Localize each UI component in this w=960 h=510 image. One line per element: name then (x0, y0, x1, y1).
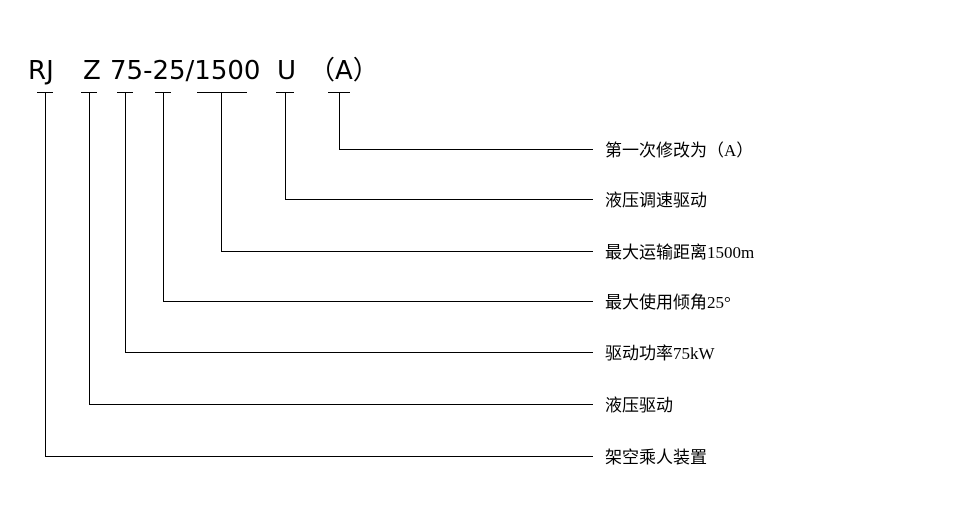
model-code-segment-75-25-1500: 75-25/1500 (110, 56, 261, 86)
annotation-label-speed-drive: 液压调速驱动 (605, 191, 707, 210)
model-code-segment-rj: RJ (28, 56, 54, 86)
model-code-segment-z: Z (83, 56, 101, 86)
annotation-label-device-type: 架空乘人装置 (605, 448, 707, 467)
annotation-label-revision: 第一次修改为（A） (605, 141, 754, 160)
annotation-label-max-distance: 最大运输距离1500m (605, 243, 755, 262)
annotation-label-drive-power: 驱动功率75kW (605, 344, 715, 363)
model-code-segment-u: U (277, 56, 297, 86)
annotation-label-max-incline: 最大使用倾角25° (605, 293, 731, 312)
annotation-label-hydraulic-drive: 液压驱动 (605, 396, 673, 415)
model-code-segment-a: （A） (309, 56, 379, 86)
